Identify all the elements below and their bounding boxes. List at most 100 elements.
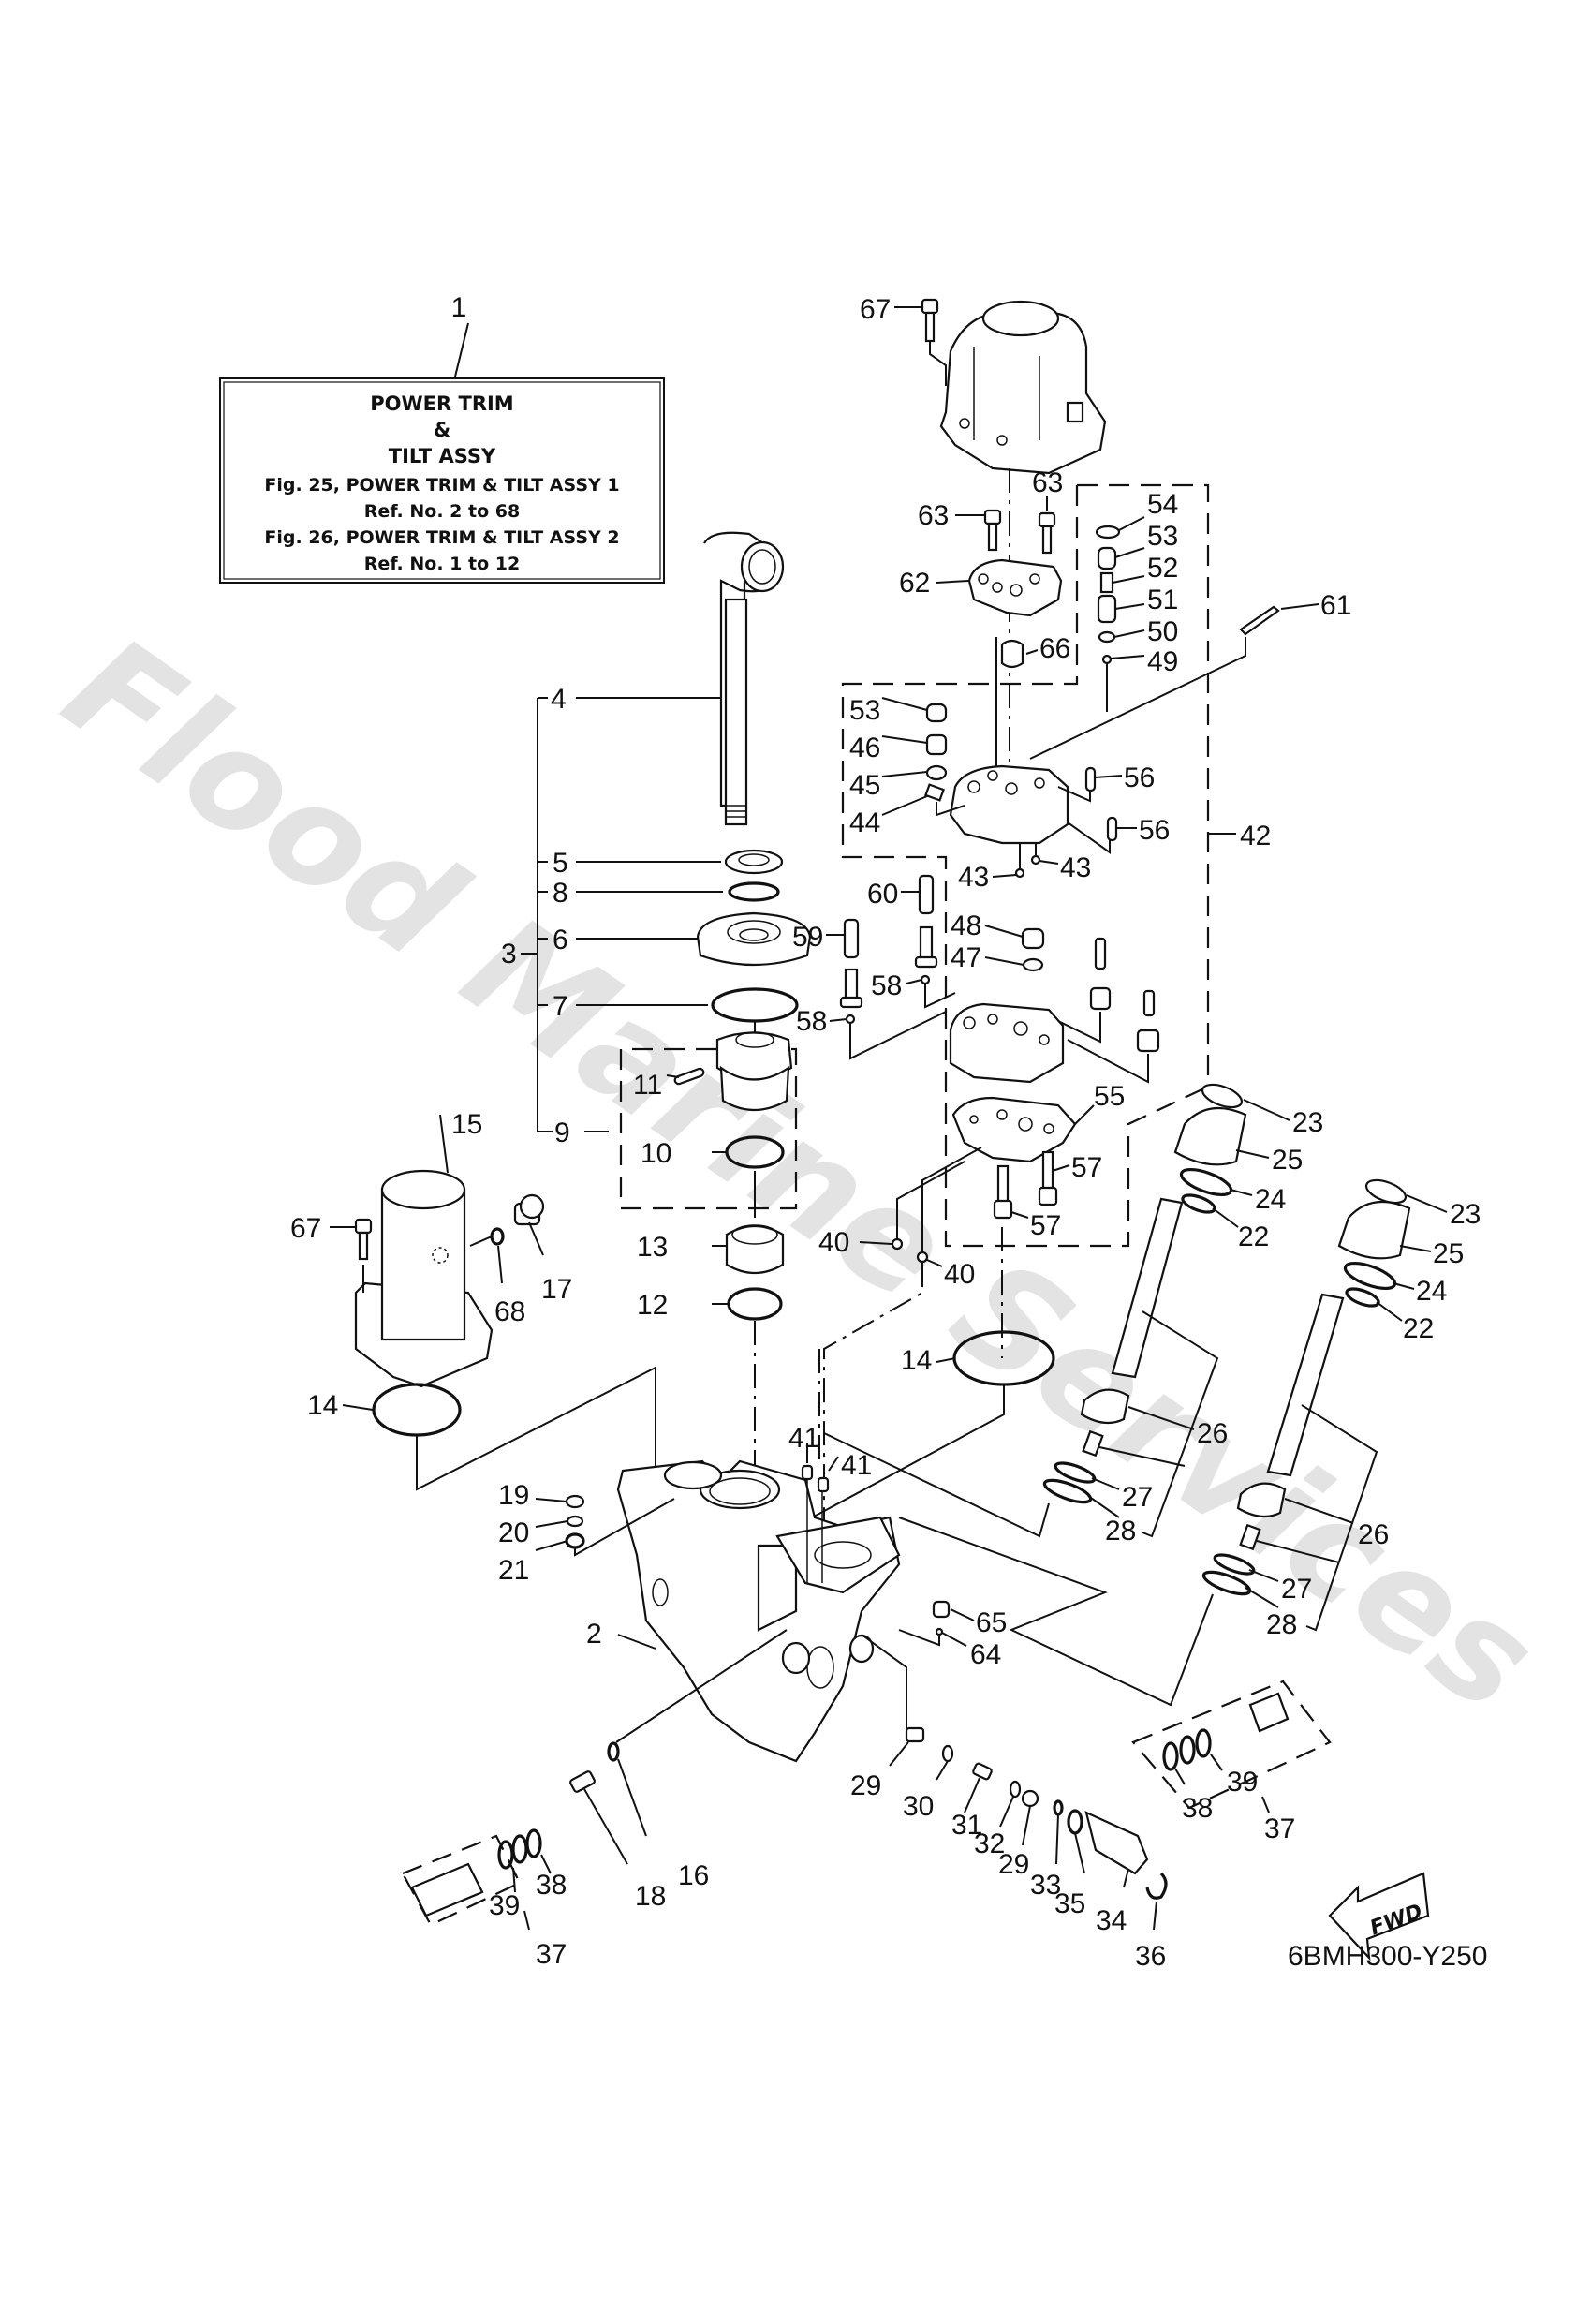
callout-23[interactable]: 23 [1292, 1107, 1323, 1138]
callout-66[interactable]: 66 [1039, 633, 1070, 664]
callout-6[interactable]: 6 [553, 925, 568, 955]
callout-12[interactable]: 12 [637, 1290, 668, 1321]
callout-58[interactable]: 58 [796, 1006, 827, 1037]
callout-31[interactable]: 31 [951, 1810, 982, 1841]
callout-13[interactable]: 13 [637, 1232, 668, 1263]
callout-26[interactable]: 26 [1358, 1519, 1389, 1550]
callout-40[interactable]: 40 [818, 1227, 849, 1258]
callout-64[interactable]: 64 [970, 1639, 1001, 1670]
callout-57[interactable]: 57 [1071, 1152, 1102, 1183]
callout-43[interactable]: 43 [1060, 852, 1091, 883]
callout-60[interactable]: 60 [867, 879, 898, 910]
callout-37[interactable]: 37 [536, 1939, 567, 1970]
parts-64-65 [898, 1600, 975, 1647]
callout-14[interactable]: 14 [307, 1390, 338, 1421]
callout-26[interactable]: 26 [1197, 1418, 1228, 1449]
callout-29[interactable]: 29 [998, 1849, 1029, 1880]
callout-15[interactable]: 15 [451, 1109, 482, 1140]
callout-52[interactable]: 52 [1147, 553, 1178, 584]
callout-67[interactable]: 67 [290, 1213, 321, 1244]
callout-43[interactable]: 43 [958, 862, 989, 893]
callout-65[interactable]: 65 [976, 1607, 1007, 1638]
callout-56[interactable]: 56 [1139, 815, 1170, 846]
callout-44[interactable]: 44 [849, 807, 880, 838]
callout-7[interactable]: 7 [553, 991, 568, 1022]
washer-5 [724, 849, 784, 875]
callout-39[interactable]: 39 [489, 1890, 520, 1921]
callout-41[interactable]: 41 [841, 1450, 872, 1481]
callout-37[interactable]: 37 [1264, 1813, 1295, 1844]
callout-2[interactable]: 2 [586, 1619, 602, 1650]
callout-27[interactable]: 27 [1281, 1574, 1312, 1605]
callout-59[interactable]: 59 [792, 922, 823, 953]
callout-34[interactable]: 34 [1096, 1905, 1127, 1936]
callout-57[interactable]: 57 [1030, 1210, 1061, 1241]
callout-24[interactable]: 24 [1255, 1184, 1286, 1215]
o-ring-7 [711, 987, 799, 1023]
callout-33[interactable]: 33 [1030, 1870, 1061, 1901]
callout-18[interactable]: 18 [635, 1881, 666, 1912]
callout-28[interactable]: 28 [1266, 1609, 1297, 1640]
callout-32[interactable]: 32 [974, 1828, 1005, 1859]
callout-3[interactable]: 3 [501, 939, 517, 970]
callout-53[interactable]: 53 [849, 695, 880, 726]
callout-38[interactable]: 38 [1182, 1793, 1213, 1824]
callout-30[interactable]: 30 [903, 1791, 934, 1822]
callout-16[interactable]: 16 [678, 1860, 709, 1891]
callout-11[interactable]: 11 [633, 1070, 662, 1101]
callout-68[interactable]: 68 [494, 1296, 525, 1327]
callout-1[interactable]: 1 [451, 292, 467, 323]
callout-40[interactable]: 40 [944, 1259, 975, 1290]
group-37-left [401, 1828, 552, 1931]
callout-47[interactable]: 47 [951, 942, 981, 973]
callout-49[interactable]: 49 [1147, 646, 1178, 677]
callout-62[interactable]: 62 [899, 568, 930, 599]
callout-24[interactable]: 24 [1416, 1276, 1447, 1307]
callout-22[interactable]: 22 [1403, 1313, 1434, 1344]
group-37-right [1131, 1680, 1332, 1813]
callout-4[interactable]: 4 [551, 684, 567, 715]
callout-5[interactable]: 5 [553, 848, 568, 879]
callout-48[interactable]: 48 [951, 910, 981, 941]
box-ref1: Fig. 25, POWER TRIM & TILT ASSY 1 [264, 475, 619, 496]
callout-53[interactable]: 53 [1147, 521, 1178, 552]
callout-14[interactable]: 14 [901, 1345, 932, 1376]
callout-55[interactable]: 55 [1094, 1081, 1125, 1112]
callout-56[interactable]: 56 [1124, 762, 1155, 793]
callout-27[interactable]: 27 [1122, 1482, 1153, 1513]
callout-51[interactable]: 51 [1147, 585, 1178, 615]
callout-25[interactable]: 25 [1433, 1238, 1464, 1269]
callout-50[interactable]: 50 [1147, 616, 1178, 647]
callout-36[interactable]: 36 [1135, 1941, 1166, 1972]
callout-35[interactable]: 35 [1054, 1888, 1085, 1919]
group-bracket-3 [521, 697, 738, 1132]
callout-45[interactable]: 45 [849, 770, 880, 801]
callout-29[interactable]: 29 [850, 1770, 881, 1801]
callout-58[interactable]: 58 [871, 970, 902, 1001]
callout-25[interactable]: 25 [1272, 1145, 1303, 1176]
callout-17[interactable]: 17 [541, 1274, 572, 1305]
callout-28[interactable]: 28 [1105, 1516, 1136, 1547]
trim-motor [939, 300, 1107, 475]
callout-8[interactable]: 8 [553, 878, 568, 909]
callout-21[interactable]: 21 [498, 1555, 529, 1586]
callout-9[interactable]: 9 [554, 1118, 570, 1148]
callout-20[interactable]: 20 [498, 1517, 529, 1548]
callout-67[interactable]: 67 [860, 294, 891, 325]
callout-39[interactable]: 39 [1227, 1767, 1258, 1798]
springs-58-60 [826, 874, 956, 1060]
callout-61[interactable]: 61 [1320, 590, 1351, 621]
callout-63[interactable]: 63 [918, 500, 949, 531]
callout-41[interactable]: 41 [788, 1423, 819, 1454]
callout-54[interactable]: 54 [1147, 489, 1178, 520]
callout-23[interactable]: 23 [1450, 1199, 1481, 1230]
callout-63[interactable]: 63 [1032, 467, 1063, 498]
callout-46[interactable]: 46 [849, 733, 880, 763]
callout-19[interactable]: 19 [498, 1480, 529, 1511]
reference-box: 1 POWER TRIM & TILT ASSY Fig. 25, POWER … [219, 292, 665, 584]
callout-42[interactable]: 42 [1240, 821, 1271, 851]
callout-10[interactable]: 10 [641, 1138, 671, 1169]
callout-38[interactable]: 38 [536, 1870, 567, 1901]
o-ring-12 [727, 1287, 783, 1321]
callout-22[interactable]: 22 [1238, 1221, 1269, 1252]
